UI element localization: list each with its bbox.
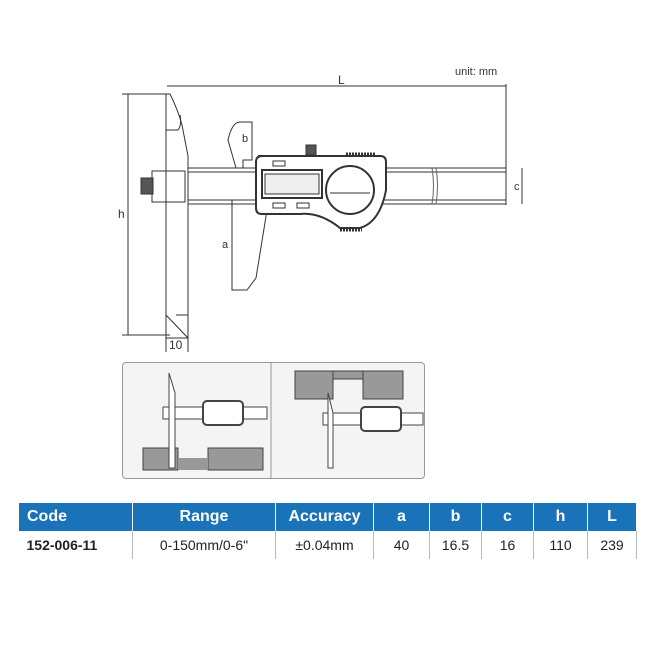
cell-L: 239 (587, 531, 637, 559)
cell-c: 16 (481, 531, 534, 559)
header-h: h (533, 503, 588, 531)
cell-range: 0-150mm/0-6" (132, 531, 276, 559)
table-header-row: Code Range Accuracy a b c h L (18, 503, 637, 531)
dim-a-label: a (222, 239, 229, 251)
table-row: 152-006-11 0-150mm/0-6" ±0.04mm 40 16.5 … (19, 531, 637, 559)
cell-b: 16.5 (429, 531, 482, 559)
caliper-drawing: unit: mm L h 10 c b a (118, 66, 523, 352)
dim-L-label: L (338, 73, 345, 87)
header-c: c (481, 503, 534, 531)
dim-c-label: c (514, 181, 520, 193)
dim-10-label: 10 (169, 338, 183, 352)
dim-b-label: b (242, 133, 248, 145)
spec-table: Code Range Accuracy a b c h L 152-006-11… (18, 503, 637, 559)
header-b: b (429, 503, 482, 531)
cell-a: 40 (373, 531, 430, 559)
dim-h-label: h (118, 207, 125, 221)
cell-h: 110 (533, 531, 588, 559)
header-code: Code (18, 503, 133, 531)
header-a: a (373, 503, 430, 531)
cell-code: 152-006-11 (26, 537, 98, 553)
unit-label: unit: mm (455, 66, 497, 78)
header-range: Range (132, 503, 276, 531)
usage-illustration (122, 362, 425, 479)
header-L: L (587, 503, 637, 531)
header-accuracy: Accuracy (275, 503, 374, 531)
cell-accuracy: ±0.04mm (275, 531, 374, 559)
